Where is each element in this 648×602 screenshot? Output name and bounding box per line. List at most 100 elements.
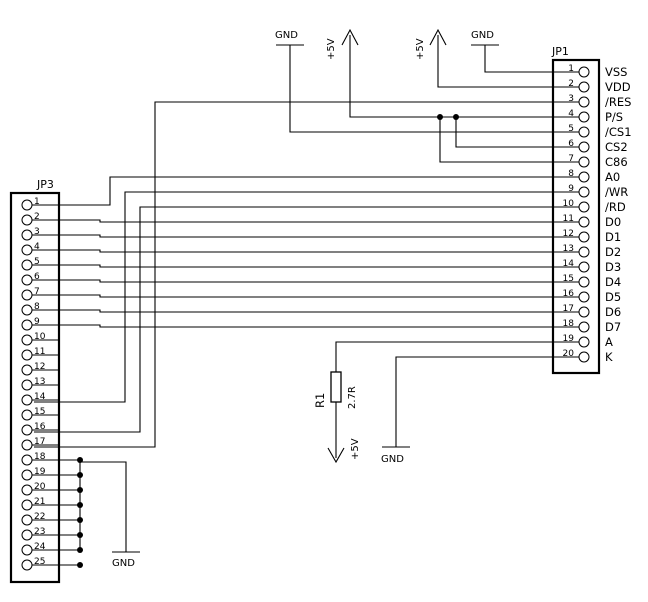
jp1-pin-19 <box>578 336 590 348</box>
data-bus-wires <box>58 219 573 328</box>
jp1-pin-number: 18 <box>563 319 575 329</box>
jp3-pin-number: 13 <box>34 377 45 387</box>
jp1-signal-label: A <box>605 335 613 349</box>
junction-gnd <box>77 547 83 553</box>
wire-c86 <box>439 117 573 163</box>
wire-backlight-a <box>335 341 573 372</box>
jp1-signal-label: VDD <box>605 80 631 94</box>
jp1-pin-number: 7 <box>568 154 574 164</box>
junction-gnd <box>77 517 83 523</box>
jp1-pin-9 <box>578 186 590 198</box>
jp1-signal-label: D2 <box>605 245 621 259</box>
wire-d1 <box>58 234 573 238</box>
jp3-pin-25 <box>21 559 33 571</box>
jp3-pin-5 <box>21 259 33 271</box>
jp3-pin-number: 3 <box>34 227 40 237</box>
wire-d5 <box>58 294 573 298</box>
jp1-pin-number: 4 <box>568 109 574 119</box>
gnd-label-backlight: GND <box>381 454 404 465</box>
jp1-pin-number: 8 <box>568 169 574 179</box>
junction-gnd <box>77 457 83 463</box>
jp1-pin-number: 16 <box>563 289 575 299</box>
jp3-pin-10 <box>21 334 33 346</box>
jp1-pin-14 <box>578 261 590 273</box>
jp3-pin-number: 20 <box>34 482 46 492</box>
jp1-pin-6 <box>578 141 590 153</box>
jp1-pin-number: 2 <box>568 79 574 89</box>
jp3-pin-number: 19 <box>34 467 46 477</box>
jp3-pin-22 <box>21 514 33 526</box>
resistor-body <box>330 371 342 403</box>
jp3-pin-number: 12 <box>34 362 45 372</box>
jp3-pin-2 <box>21 214 33 226</box>
jp3-pin-number: 9 <box>34 317 40 327</box>
jp1-pin-11 <box>578 216 590 228</box>
jp3-pin-number: 1 <box>34 197 40 207</box>
jp3-pin-number: 2 <box>34 212 40 222</box>
jp3-pin-8 <box>21 304 33 316</box>
jp3-pin-number: 23 <box>34 527 45 537</box>
jp3-pin-20 <box>21 484 33 496</box>
jp1-signal-label: D7 <box>605 320 621 334</box>
jp3-pin-number: 10 <box>34 332 46 342</box>
jp1-signal-label: D0 <box>605 215 621 229</box>
jp1-pin-number: 3 <box>568 94 574 104</box>
jp1-signal-label: VSS <box>605 65 627 79</box>
resistor-ref: R1 <box>313 393 327 408</box>
wire-wr <box>34 191 573 403</box>
wire-vdd <box>437 35 573 88</box>
jp1-pin-12 <box>578 231 590 243</box>
jp3-pin-number: 4 <box>34 242 40 252</box>
jp1-pin-18 <box>578 321 590 333</box>
jp3-pin-4 <box>21 244 33 256</box>
junction-gnd <box>77 562 83 568</box>
wire-vss <box>484 45 573 73</box>
resistor-r1: R1 2.7R <box>313 371 358 409</box>
jp1-pin-number: 19 <box>563 334 575 344</box>
jp3-pin-number: 8 <box>34 302 40 312</box>
plus5v-label-left: +5V <box>326 38 337 60</box>
jp1-pin-15 <box>578 276 590 288</box>
jp1-pin-4 <box>578 111 590 123</box>
jp1-pin-3 <box>578 96 590 108</box>
wire-d0 <box>58 219 573 223</box>
junction-gnd <box>77 502 83 508</box>
wire-d3 <box>58 264 573 268</box>
junction-dots <box>77 114 459 568</box>
jp3-label: JP3 <box>36 178 54 191</box>
jp3-pin-21 <box>21 499 33 511</box>
jp3-body <box>9 191 61 584</box>
jp1-pin-20 <box>578 351 590 363</box>
wire-rd <box>34 206 573 433</box>
junction-ps-c86 <box>437 114 443 120</box>
wire-backlight-k <box>395 356 573 447</box>
jp3-pin-19 <box>21 469 33 481</box>
junction-gnd <box>77 472 83 478</box>
jp3-pin-24 <box>21 544 33 556</box>
routed-wires <box>34 35 573 552</box>
jp1-pin-5 <box>578 126 590 138</box>
jp1-pin-number: 15 <box>563 274 574 284</box>
arrow-up-5v-right <box>429 28 447 46</box>
jp3-pin-1 <box>21 199 33 211</box>
jp3-pin-16 <box>21 424 33 436</box>
jp3-pin-12 <box>21 364 33 376</box>
jp1-pin-number: 17 <box>563 304 574 314</box>
jp3-pin-number: 11 <box>34 347 45 357</box>
jp1-signal-label: D5 <box>605 290 621 304</box>
jp3-pin-number: 18 <box>34 452 46 462</box>
jp1-pin-13 <box>578 246 590 258</box>
jp3-pin-18 <box>21 454 33 466</box>
wire-res <box>34 101 573 448</box>
jp1-signal-label: K <box>605 350 613 364</box>
jp3-pin-number: 6 <box>34 272 40 282</box>
jp3-pin-11 <box>21 349 33 361</box>
jp3-pin-6 <box>21 274 33 286</box>
jp3-pin-13 <box>21 379 33 391</box>
wire-d2 <box>58 249 573 253</box>
jp1-pin-number: 14 <box>563 259 575 269</box>
jp3-pin-15 <box>21 409 33 421</box>
power-symbols: GND +5V +5V GND +5V GND GND <box>112 28 499 569</box>
wire-gnd-jp3 <box>80 461 127 552</box>
